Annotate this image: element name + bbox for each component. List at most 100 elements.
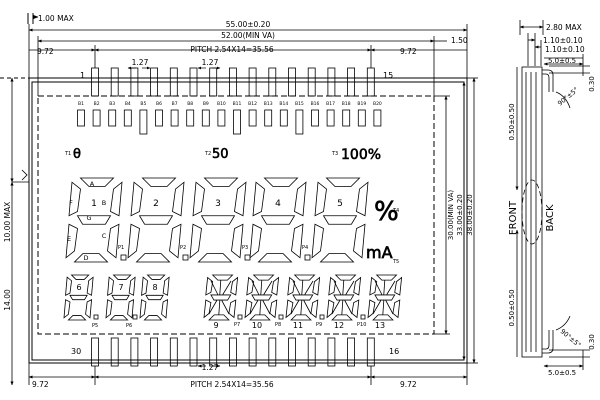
- bar-segment: [123, 109, 132, 127]
- pin: [169, 337, 178, 367]
- alpha-digit-number: 10: [252, 321, 262, 330]
- right-margin-label: 1.50: [451, 36, 468, 45]
- pin-number-30: 30: [71, 347, 81, 356]
- decimal-point: [244, 254, 251, 261]
- va-height-label: 30.00(MIN VA): [447, 190, 455, 240]
- digit-segment: [143, 315, 163, 321]
- segment-letter: A: [90, 180, 95, 188]
- bar-segment: [342, 109, 351, 127]
- pin: [248, 67, 257, 97]
- lead-bottom-label: 5.0±0.5: [548, 369, 576, 377]
- digit-segment: [394, 276, 403, 296]
- pin: [209, 337, 218, 367]
- decimal-point-label: P3: [242, 245, 248, 251]
- digit-segment: [85, 299, 93, 319]
- pin-margin-left: 9.72: [37, 47, 54, 56]
- pin: [327, 67, 336, 97]
- digit-segment: [146, 274, 166, 280]
- digit-segment: [162, 276, 170, 296]
- big-digit: 2P2: [127, 177, 189, 263]
- pins-bottom-row: [91, 337, 375, 367]
- glass-height-label: 33.00±0.20: [456, 194, 464, 236]
- bottom-dimensions: [28, 363, 468, 385]
- percent-symbol: %: [374, 197, 399, 227]
- bar-label: B14: [279, 101, 288, 107]
- pin: [307, 337, 316, 367]
- digit-segment: [319, 253, 355, 263]
- digit-segment: [246, 276, 255, 296]
- digit-segment: [70, 274, 90, 280]
- t5-label: T5: [392, 259, 399, 265]
- small-digit: 8: [139, 274, 170, 321]
- segment-letter: F: [69, 199, 73, 207]
- digit-segment: [127, 223, 140, 259]
- pin: [347, 337, 356, 367]
- pin-width-label-a: 1.27: [132, 58, 149, 67]
- overall-width-label: 55.00±0.20: [226, 20, 271, 29]
- digit-segment: [257, 253, 293, 263]
- pin: [366, 67, 375, 97]
- bar-segment: [139, 109, 148, 135]
- bar-segment: [201, 109, 210, 127]
- digit-segment: [65, 223, 78, 259]
- bar-label: B17: [326, 101, 335, 107]
- pin: [288, 67, 296, 97]
- digit-segment: [333, 294, 355, 301]
- digit-segment: [252, 181, 265, 217]
- pin: [130, 67, 139, 97]
- front-label: FRONT: [508, 200, 519, 235]
- bottom-margin-left: 9.72: [32, 380, 49, 389]
- bottom-pin-width-label: 1.27: [202, 363, 219, 372]
- digit-segment: [375, 274, 398, 281]
- pin: [366, 337, 375, 367]
- pins-top-row: [91, 67, 375, 97]
- small-digit-number: 8: [152, 283, 157, 292]
- digit-segment: [252, 274, 275, 281]
- bar-label: B16: [311, 101, 320, 107]
- lead-top-label: 5.0±0.5: [548, 57, 576, 65]
- alpha-digit-number: 13: [375, 321, 385, 330]
- decimal-point: [304, 254, 311, 261]
- bar-segment: [264, 109, 273, 127]
- alpha-point-label: P7: [234, 322, 240, 328]
- bar-segment: [233, 109, 241, 135]
- glass-inner-outline: [31, 81, 465, 361]
- bar-label: B13: [264, 101, 273, 107]
- pin: [150, 67, 159, 97]
- digit-segment: [208, 314, 230, 321]
- pin-margin-right: 9.72: [400, 47, 417, 56]
- right-dimensions: [434, 77, 478, 364]
- pitch-dimension-top: [29, 45, 467, 68]
- alpha-digit: 13: [367, 274, 403, 330]
- digit-segment: [374, 294, 396, 301]
- digit-segment: [107, 223, 120, 259]
- digit-segment: [111, 294, 130, 301]
- bar-label: B5: [140, 101, 146, 107]
- digit-segment: [139, 299, 147, 319]
- digit-segment: [326, 299, 335, 319]
- segment-letter: E: [67, 235, 71, 243]
- pin: [169, 67, 178, 97]
- gap-top-label: 0.50±0.50: [508, 103, 516, 140]
- bar-label: B15: [295, 101, 304, 107]
- height-max-label: 10.00 MAX: [3, 202, 12, 243]
- digit-segment: [271, 276, 280, 296]
- pin: [110, 337, 119, 367]
- bar-segment: [248, 109, 257, 127]
- bar-label: B8: [187, 101, 193, 107]
- digit-segment: [86, 276, 94, 296]
- digit-segment: [228, 299, 237, 319]
- max-thickness-label: 1.00 MAX: [38, 14, 74, 23]
- gap-bottom-label: 0.50±0.50: [508, 289, 516, 326]
- bar-label: B18: [342, 101, 351, 107]
- digit-segment: [263, 177, 299, 187]
- big-digit-number: 4: [275, 199, 281, 209]
- left-dimensions: [10, 77, 29, 386]
- digit-segment: [203, 177, 239, 187]
- digit-segment: [292, 294, 314, 301]
- digit-segment: [293, 274, 316, 281]
- digit-segment: [67, 315, 87, 321]
- digit-segment: [68, 181, 81, 217]
- digit-segment: [105, 299, 113, 319]
